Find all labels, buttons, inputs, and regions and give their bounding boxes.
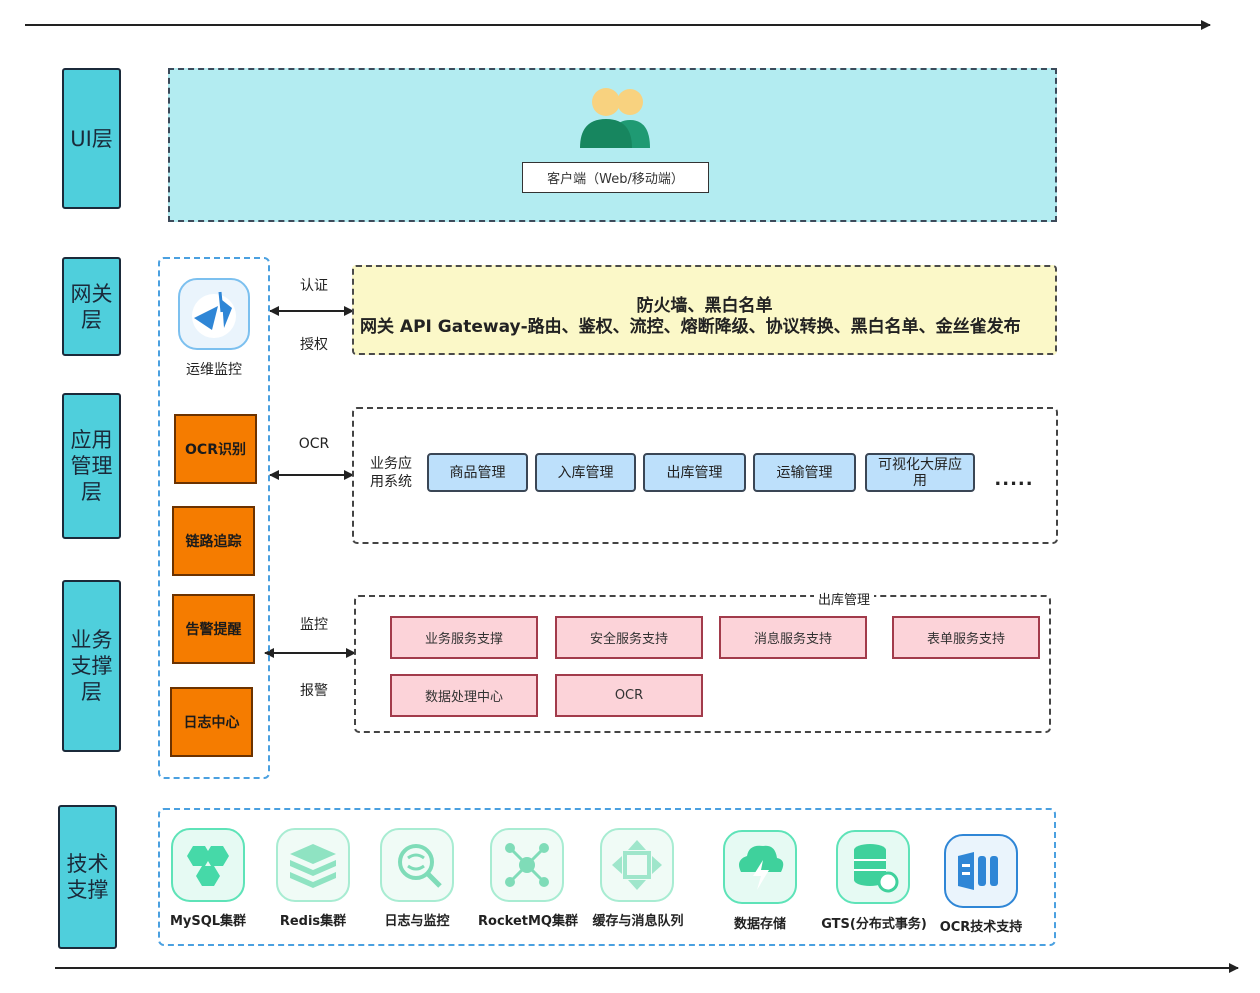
tech-label-log-monitor: 日志与监控	[384, 914, 450, 929]
ops-box-tracing[interactable]: 链路追踪	[172, 506, 255, 576]
service-ocr[interactable]: OCR	[555, 674, 703, 717]
service-message[interactable]: 消息服务支持	[719, 616, 867, 659]
app-system-label: 业务应用系统	[370, 456, 412, 490]
ops-box-log-center[interactable]: 日志中心	[170, 687, 253, 757]
module-product[interactable]: 商品管理	[427, 453, 528, 492]
ops-monitor-label: 运维监控	[186, 362, 242, 378]
label-authorize: 授权	[300, 337, 328, 353]
rocketmq-icon	[490, 828, 564, 902]
gateway-title: 防火墙、黑白名单	[636, 296, 773, 316]
data-storage-icon	[723, 830, 797, 904]
label-alarm: 报警	[300, 683, 328, 699]
tech-label-cache-queue: 缓存与消息队列	[592, 914, 684, 929]
tech-label-mysql: MySQL集群	[169, 914, 247, 929]
tech-label-rocketmq: RocketMQ集群	[478, 914, 578, 929]
ops-box-alert[interactable]: 告警提醒	[172, 594, 255, 664]
label-auth: 认证	[300, 278, 328, 294]
ui-layer-panel: 客户端（Web/移动端）	[168, 68, 1057, 222]
label-ocr-connector: OCR	[298, 436, 330, 452]
module-transport[interactable]: 运输管理	[753, 453, 856, 492]
tech-label-redis: Redis集群	[279, 914, 347, 929]
label-monitor: 监控	[300, 617, 328, 633]
module-dashboard[interactable]: 可视化大屏应用	[865, 453, 975, 492]
ops-box-ocr[interactable]: OCR识别	[174, 414, 257, 484]
service-form[interactable]: 表单服务支持	[892, 616, 1040, 659]
tech-label-ocr-support: OCR技术支持	[939, 920, 1023, 935]
ops-column	[158, 257, 270, 779]
layer-label-support: 业务支撑层	[62, 580, 121, 752]
redis-cluster-icon	[276, 828, 350, 902]
support-caption: 出库管理	[814, 589, 874, 608]
client-box[interactable]: 客户端（Web/移动端）	[522, 162, 709, 193]
more-ellipsis: .....	[994, 469, 1034, 490]
service-security[interactable]: 安全服务支持	[555, 616, 703, 659]
module-outbound[interactable]: 出库管理	[643, 453, 746, 492]
layer-label-ui: UI层	[62, 68, 121, 209]
layer-label-tech: 技术支撑	[58, 805, 117, 949]
ops-monitor-icon	[178, 278, 250, 350]
user-group-icon	[580, 88, 650, 148]
log-monitor-icon	[380, 828, 454, 902]
tech-label-gts: GTS(分布式事务)	[821, 917, 927, 932]
layer-label-gateway: 网关层	[62, 257, 121, 356]
tech-layer-panel	[158, 808, 1056, 946]
module-inbound[interactable]: 入库管理	[535, 453, 636, 492]
service-business[interactable]: 业务服务支撑	[390, 616, 538, 659]
mysql-cluster-icon	[171, 828, 245, 902]
service-data-center[interactable]: 数据处理中心	[390, 674, 538, 717]
app-layer-panel: 业务应用系统 商品管理 入库管理 出库管理 运输管理 可视化大屏应用 .....	[352, 407, 1058, 544]
support-layer-panel: 出库管理 业务服务支撑 安全服务支持 消息服务支持 表单服务支持 数据处理中心 …	[354, 589, 1051, 733]
tech-label-data-storage: 数据存储	[733, 917, 786, 932]
ocr-support-icon	[944, 834, 1018, 908]
gateway-panel: 防火墙、黑白名单 网关 API Gateway-路由、鉴权、流控、熔断降级、协议…	[352, 265, 1057, 355]
gateway-description: 网关 API Gateway-路由、鉴权、流控、熔断降级、协议转换、黑白名单、金…	[360, 317, 1021, 337]
gts-icon	[836, 830, 910, 904]
cache-queue-icon	[600, 828, 674, 902]
layer-label-app: 应用管理层	[62, 393, 121, 539]
